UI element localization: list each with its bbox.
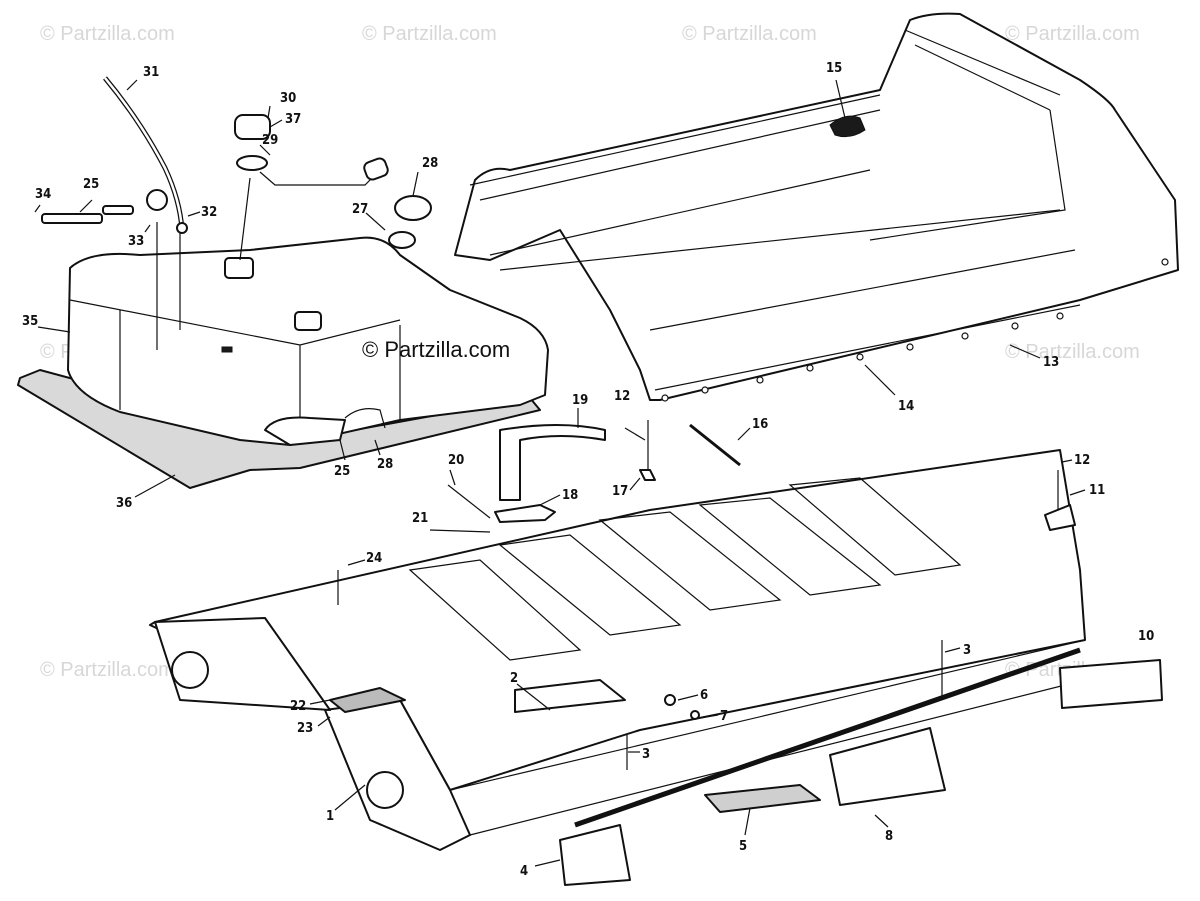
fuel-tank xyxy=(67,236,549,446)
callout-label: 29 xyxy=(262,133,278,148)
seat-patch xyxy=(829,115,866,138)
callout-label: 1 xyxy=(326,809,334,824)
callout-label: 16 xyxy=(752,417,768,432)
callout-label: 20 xyxy=(448,453,464,468)
callout-label: 34 xyxy=(35,187,51,202)
callout-label: 15 xyxy=(826,61,842,76)
bracket-11 xyxy=(1044,504,1076,531)
callout-label: 19 xyxy=(572,393,588,408)
callout-label: 33 xyxy=(128,234,144,249)
callout-label: 5 xyxy=(739,839,747,854)
callout-label: 14 xyxy=(898,399,914,414)
watermark: © Partzilla.com xyxy=(362,23,497,45)
callout-label: 8 xyxy=(885,829,893,844)
callout-label: 35 xyxy=(22,314,38,329)
callout-label: 24 xyxy=(366,551,382,566)
callout-label: 3 xyxy=(963,643,971,658)
decal-10 xyxy=(1059,659,1163,709)
watermark: © Partzilla.com xyxy=(40,659,175,681)
callout-label: 27 xyxy=(352,202,368,217)
seat-assembly xyxy=(454,12,1179,402)
watermark: © Partzilla.com xyxy=(682,23,817,45)
callout-label: 17 xyxy=(612,484,628,499)
watermark-center: © Partzilla.com xyxy=(362,337,510,362)
callout-label: 7 xyxy=(720,709,728,724)
brackets xyxy=(337,470,1163,886)
watermark: © Partzilla.com xyxy=(1005,23,1140,45)
callout-label: 31 xyxy=(143,65,159,80)
callout-label: 37 xyxy=(285,112,301,127)
seat-shell xyxy=(454,12,1179,401)
callout-label: 12 xyxy=(1074,453,1090,468)
callout-label: 28 xyxy=(422,156,438,171)
callout-label: 4 xyxy=(520,864,528,879)
pad-5 xyxy=(704,784,821,813)
callout-label: 11 xyxy=(1089,483,1105,498)
chassis-tunnel xyxy=(149,449,1086,851)
callout-label: 28 xyxy=(377,457,393,472)
callout-label: 36 xyxy=(116,496,132,511)
callout-label: 32 xyxy=(201,205,217,220)
callout-label: 25 xyxy=(83,177,99,192)
seat-rivets xyxy=(661,258,1169,402)
callout-label: 30 xyxy=(280,91,296,106)
callout-label: 6 xyxy=(700,688,708,703)
callout-label: 23 xyxy=(297,721,313,736)
center-small-parts xyxy=(429,420,741,533)
callout-label: 12 xyxy=(614,389,630,404)
plate-8 xyxy=(829,727,946,806)
tunnel-top xyxy=(149,449,1086,791)
callout-label: 3 xyxy=(642,747,650,762)
callouts: 1 2 3 3 4 5 6 7 8 10 11 12 12 13 14 15 1… xyxy=(22,61,1154,879)
bracket-4 xyxy=(559,824,631,886)
callout-label: 18 xyxy=(562,488,578,503)
callout-label: 2 xyxy=(510,671,518,686)
watermark: © Partzilla.com xyxy=(40,23,175,45)
callout-label: 10 xyxy=(1138,629,1154,644)
callout-label: 13 xyxy=(1043,355,1059,370)
callout-label: 25 xyxy=(334,464,350,479)
fuel-tank-assembly xyxy=(17,222,549,489)
callout-label: 21 xyxy=(412,511,428,526)
fuel-line-parts xyxy=(41,76,432,261)
callout-label: 22 xyxy=(290,699,306,714)
